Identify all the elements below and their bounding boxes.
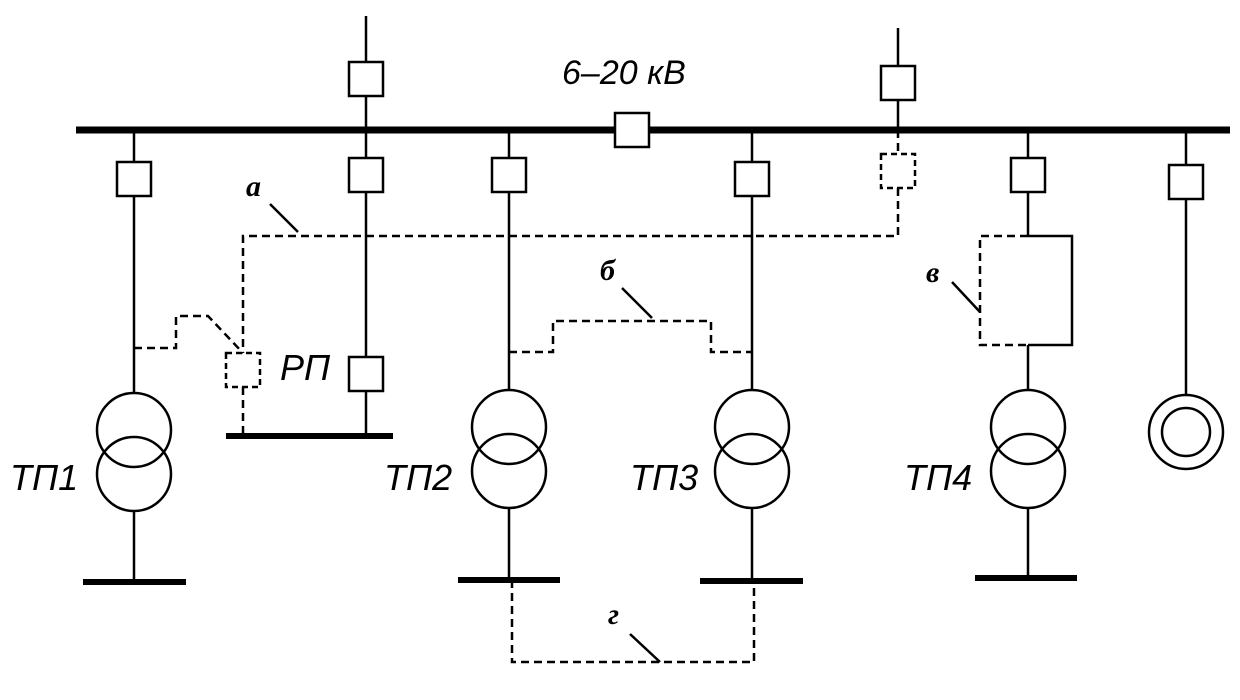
incoming-feeder-left [347,16,385,130]
rp-reserve-switch [224,351,262,389]
transformer-tp2-primary [470,388,548,466]
incoming-feeder-right [879,28,917,130]
letter-b-label: б [600,254,616,287]
feeder-tp2 [458,130,560,583]
feeder-switch-motor [1167,163,1205,201]
tp1-label: ТП1 [10,457,78,498]
transformer-tp1-primary [95,391,173,469]
bus-voltage-label: 6–20 кВ [562,54,686,92]
transformer-tp4-primary [989,388,1067,466]
reserve-link-g [510,580,756,664]
feeder-tp3 [700,130,803,584]
tp4-loop-dashed [978,234,1028,347]
incoming-switch-left [347,60,385,98]
feeder-switch-tp4 [1009,156,1047,194]
letter-v-label: в [926,256,939,289]
feeder-switch-tp1 [115,160,153,198]
letter-g-label: г [608,598,619,631]
feeder-tp1 [83,130,186,585]
bus-sectional-switch [613,111,651,149]
feeder-tp4 [975,130,1077,581]
reserve-link-a [241,130,917,353]
leader-g [629,633,661,663]
reserve-link-b [509,287,752,354]
feeder-motor [1147,130,1225,471]
tp4-label: ТП4 [904,457,972,498]
feeder-switch-rp-top [347,156,385,194]
motor-outer-circle [1147,393,1225,471]
leader-v [951,281,981,313]
motor-inner-circle [1160,406,1212,458]
tp4-loop-solid [1028,234,1074,347]
transformer-tp4-secondary [989,432,1067,510]
letter-a-label: а [246,170,261,203]
feeder-switch-rp-bottom [347,355,385,393]
reserve-switch-a [879,152,917,190]
rp-label: РП [280,347,331,388]
feeder-switch-tp3 [733,160,771,198]
tp2-label: ТП2 [384,457,452,498]
leader-a [269,203,299,233]
feeder-switch-tp2 [490,156,528,194]
incoming-switch-right [879,64,917,102]
tp3-label: ТП3 [630,457,698,498]
leader-b [621,287,653,319]
transformer-tp3-primary [713,388,791,466]
transformer-tp3-secondary [713,432,791,510]
reserve-link-tp1-rp [134,314,244,354]
transformer-tp1-secondary [95,435,173,513]
feeder-rp [224,130,393,439]
transformer-tp2-secondary [470,432,548,510]
